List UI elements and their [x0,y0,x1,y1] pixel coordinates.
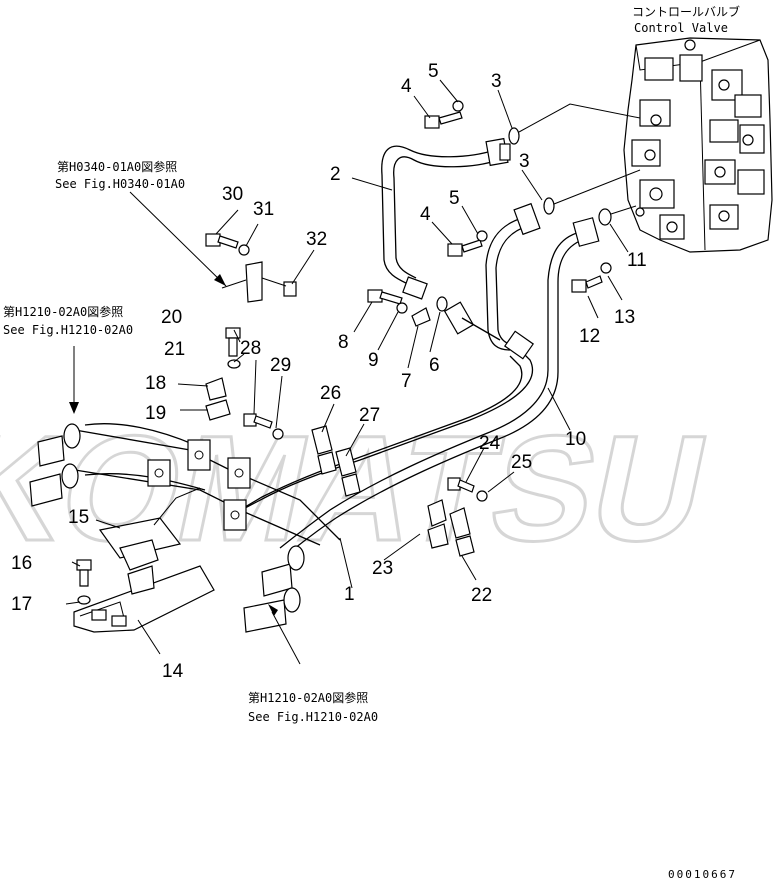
control-valve-label-en: Control Valve [634,21,728,35]
callout-11: 11 [627,250,647,271]
callout-6: 6 [429,355,440,376]
ref-h1210-bottom-en: See Fig.H1210-02A0 [248,710,378,724]
bolts-washers [76,100,612,605]
hose-end-fittings [29,423,305,633]
pipe-clamps [205,377,475,557]
callout-13: 13 [614,307,635,328]
callout-2: 2 [330,164,341,185]
clamp-blocks [147,439,251,531]
ref-h0340-en: See Fig.H0340-01A0 [55,177,185,191]
part-callouts: 1 2 3 3 4 4 5 5 6 7 8 9 10 11 12 13 14 1… [11,61,647,682]
control-valve-label-jp: コントロールバルブ [632,4,740,19]
hoses [74,137,600,553]
callout-21: 21 [164,339,185,360]
control-valve [623,37,773,253]
leader-lines [65,79,629,665]
callout-19: 19 [145,403,166,424]
callout-31: 31 [253,199,274,220]
callout-14: 14 [162,661,184,682]
ref-h1210-bottom-jp: 第H1210-02A0図参照 [248,690,368,705]
callout-4a: 4 [401,76,412,97]
ref-h1210-left-en: See Fig.H1210-02A0 [3,323,133,337]
callout-17: 17 [11,594,32,615]
callout-18: 18 [145,373,166,394]
callout-24: 24 [479,433,501,454]
callout-22: 22 [471,585,492,606]
callout-15: 15 [68,507,89,528]
callout-3b: 3 [519,151,530,172]
o-rings [508,103,641,226]
callout-20: 20 [161,307,182,328]
callout-32: 32 [306,229,327,250]
drawing-code: 00010667 [668,868,737,881]
callout-29: 29 [270,355,291,376]
callout-5b: 5 [449,188,460,209]
callout-27: 27 [359,405,380,426]
ref-h0340-jp: 第H0340-01A0図参照 [57,159,177,174]
callout-23: 23 [372,558,393,579]
callout-4b: 4 [420,204,431,225]
callout-8: 8 [338,332,349,353]
callout-9: 9 [368,350,379,371]
callout-3a: 3 [491,71,502,92]
callout-12: 12 [579,326,600,347]
callout-16: 16 [11,553,32,574]
callout-28: 28 [240,338,261,359]
callout-1: 1 [344,584,355,605]
callout-10: 10 [565,429,586,450]
ref-h1210-left-jp: 第H1210-02A0図参照 [3,304,123,319]
callout-7: 7 [401,371,412,392]
callout-25: 25 [511,452,532,473]
callout-30: 30 [222,184,243,205]
callout-5a: 5 [428,61,439,82]
callout-26: 26 [320,383,341,404]
